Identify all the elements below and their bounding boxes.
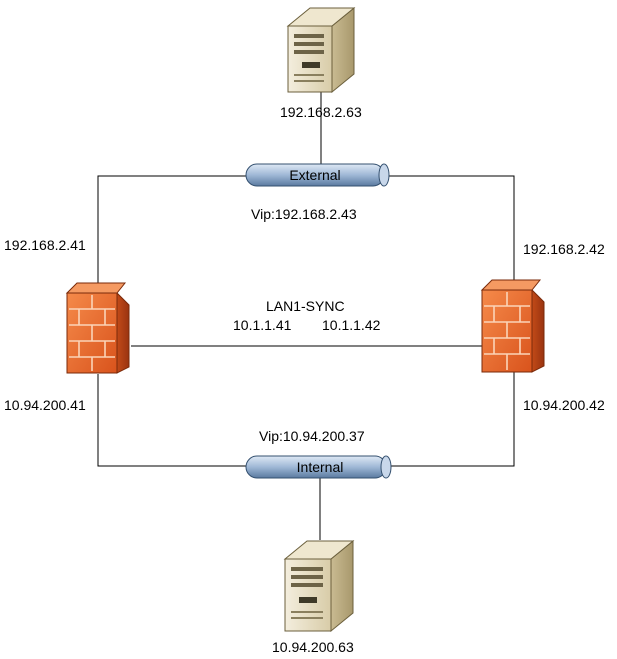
internal-vip: Vip:10.94.200.37 <box>259 428 365 444</box>
firewall-left-icon <box>65 282 130 374</box>
left-firewall-internal-ip: 10.94.200.41 <box>4 397 86 413</box>
server-bottom-icon <box>283 539 355 633</box>
links <box>97 92 515 540</box>
internal-bus-label: Internal <box>297 459 344 475</box>
external-bus: External <box>245 163 390 187</box>
internal-left-link <box>97 374 248 467</box>
external-bus-label: External <box>289 167 340 183</box>
external-vip: Vip:192.168.2.43 <box>251 206 357 222</box>
sync-link-label: LAN1-SYNC <box>266 298 345 314</box>
server-top-icon <box>286 6 356 94</box>
internal-right-link <box>388 372 515 467</box>
external-right-link <box>386 175 515 284</box>
left-firewall-sync-ip: 10.1.1.41 <box>233 317 292 333</box>
internal-bus: Internal <box>245 455 392 479</box>
external-left-link <box>97 175 248 287</box>
left-firewall-external-ip: 192.168.2.41 <box>4 237 86 253</box>
right-firewall-external-ip: 192.168.2.42 <box>523 241 605 257</box>
right-firewall-sync-ip: 10.1.1.42 <box>322 317 381 333</box>
right-firewall-internal-ip: 10.94.200.42 <box>523 397 605 413</box>
bottom-server-ip: 10.94.200.63 <box>272 639 354 655</box>
firewall-right-icon <box>480 279 545 373</box>
top-server-ip: 192.168.2.63 <box>280 104 362 120</box>
